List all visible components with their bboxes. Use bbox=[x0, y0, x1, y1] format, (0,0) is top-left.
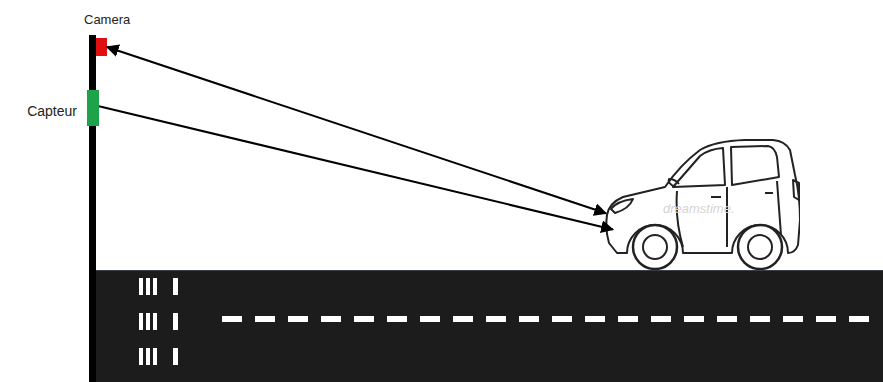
car-mirror bbox=[669, 179, 679, 187]
lane-dash bbox=[816, 316, 836, 322]
crossing-bar bbox=[173, 348, 178, 365]
car-window bbox=[731, 146, 779, 185]
lane-dash bbox=[585, 316, 605, 322]
lane-dash bbox=[519, 316, 539, 322]
car-window bbox=[673, 148, 725, 187]
lane-marking bbox=[222, 316, 869, 322]
lane-dash bbox=[354, 316, 374, 322]
lane-dash bbox=[486, 316, 506, 322]
lane-dash bbox=[453, 316, 473, 322]
crossing-bar bbox=[146, 313, 150, 330]
watermark: dreamstime. bbox=[663, 201, 735, 216]
lane-dash bbox=[222, 316, 242, 322]
car-wheel bbox=[633, 225, 677, 269]
lane-dash bbox=[387, 316, 407, 322]
camera-box: Camera bbox=[96, 38, 107, 56]
arrow-line bbox=[99, 106, 613, 229]
hub bbox=[643, 235, 667, 259]
hub bbox=[748, 235, 772, 259]
lane-dash bbox=[783, 316, 803, 322]
lane-dash bbox=[618, 316, 638, 322]
road bbox=[95, 270, 883, 382]
crossing-bar bbox=[173, 313, 178, 330]
car-wheel bbox=[738, 225, 782, 269]
lane-dash bbox=[651, 316, 671, 322]
car-handle bbox=[711, 193, 773, 197]
lane-dash bbox=[420, 316, 440, 322]
lane-dash bbox=[552, 316, 572, 322]
tyre bbox=[633, 225, 677, 269]
lane-dash bbox=[321, 316, 341, 322]
crossing-bar bbox=[139, 348, 143, 365]
tyre bbox=[738, 225, 782, 269]
crossing-bar bbox=[146, 278, 150, 295]
pole bbox=[89, 35, 96, 382]
lane-dash bbox=[255, 316, 275, 322]
node-label: Camera bbox=[84, 12, 130, 27]
road-edge bbox=[95, 270, 883, 271]
crossing-marks bbox=[139, 278, 178, 365]
car: dreamstime. bbox=[605, 135, 800, 270]
crossing-bar bbox=[153, 278, 157, 295]
crossing-bar bbox=[146, 348, 150, 365]
crossing-bar bbox=[173, 278, 178, 295]
car-headlight bbox=[611, 199, 633, 213]
car-light bbox=[793, 180, 799, 200]
lane-dash bbox=[849, 316, 869, 322]
crossing-bar bbox=[153, 313, 157, 330]
lane-dash bbox=[288, 316, 308, 322]
arrow-line bbox=[107, 47, 606, 213]
lane-dash bbox=[717, 316, 737, 322]
crossing-bar bbox=[139, 313, 143, 330]
lane-dash bbox=[684, 316, 704, 322]
crossing-bar bbox=[153, 348, 157, 365]
lane-dash bbox=[750, 316, 770, 322]
sensor-box: Capteur bbox=[87, 90, 99, 126]
node-label: Capteur bbox=[27, 103, 77, 119]
crossing-bar bbox=[139, 278, 143, 295]
